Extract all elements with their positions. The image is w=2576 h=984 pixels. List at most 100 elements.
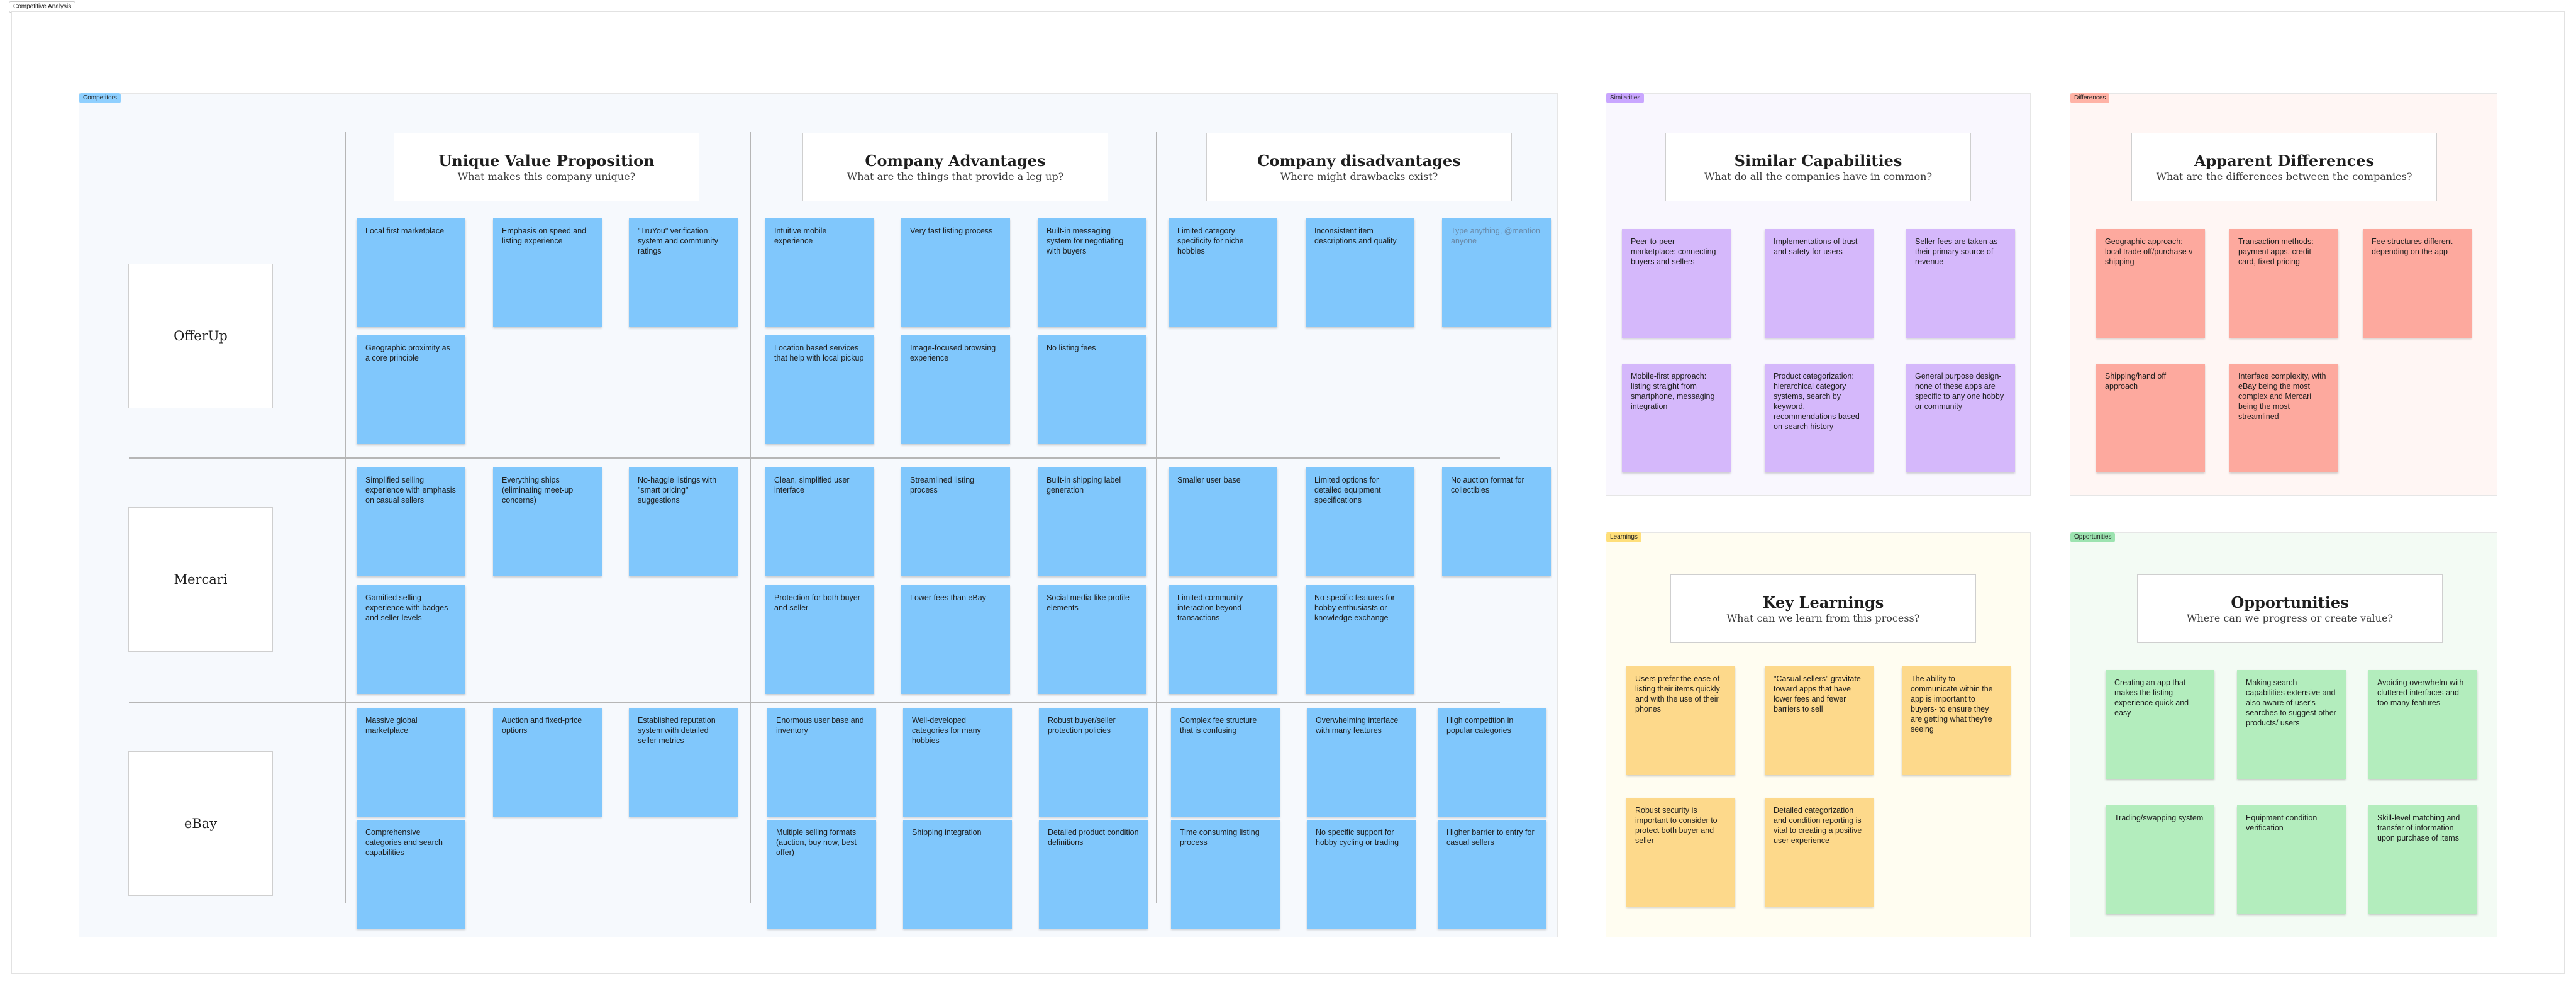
sticky-note[interactable]: Well-developed categories for many hobbi… (903, 708, 1012, 817)
sticky-note[interactable]: Lower fees than eBay (901, 585, 1010, 694)
sticky-note[interactable]: Transaction methods: payment apps, credi… (2229, 229, 2338, 338)
sticky-note[interactable]: Geographic approach: local trade off/pur… (2096, 229, 2205, 338)
grid-divider-vertical (1156, 132, 1157, 903)
sticky-note[interactable]: Very fast listing process (901, 218, 1010, 327)
sticky-note[interactable]: Gamified selling experience with badges … (357, 585, 465, 694)
sticky-note[interactable]: Protection for both buyer and seller (765, 585, 874, 694)
sticky-note[interactable]: No auction format for collectibles (1442, 467, 1551, 576)
sticky-note[interactable]: Higher barrier to entry for casual selle… (1438, 820, 1546, 929)
sticky-note[interactable]: Clean, simplified user interface (765, 467, 874, 576)
sticky-note[interactable]: Inconsistent item descriptions and quali… (1306, 218, 1414, 327)
header-subtitle: Where might drawbacks exist? (1280, 170, 1438, 182)
header-subtitle: What do all the companies have in common… (1704, 170, 1933, 182)
differences-tag[interactable]: Differences (2070, 93, 2110, 103)
sticky-note[interactable]: Trading/swapping system (2106, 805, 2214, 914)
sticky-note[interactable]: Limited community interaction beyond tra… (1169, 585, 1277, 694)
sticky-note[interactable]: Massive global marketplace (357, 708, 465, 817)
sticky-note[interactable]: No specific features for hobby enthusias… (1306, 585, 1414, 694)
sticky-note[interactable]: Avoiding overwhelm with cluttered interf… (2368, 670, 2477, 779)
header-subtitle: Where can we progress or create value? (2187, 612, 2393, 624)
header-subtitle: What are the differences between the com… (2156, 170, 2412, 182)
header-title: Company disadvantages (1257, 151, 1461, 170)
grid-divider-horizontal (129, 702, 1500, 703)
sticky-note[interactable]: Product categorization: hierarchical cat… (1765, 364, 1874, 472)
sticky-note[interactable]: General purpose design- none of these ap… (1906, 364, 2015, 472)
grid-divider-horizontal (129, 457, 1500, 459)
sticky-note[interactable]: Implementations of trust and safety for … (1765, 229, 1874, 338)
sticky-note[interactable]: Creating an app that makes the listing e… (2106, 670, 2214, 779)
sticky-note[interactable]: Robust security is important to consider… (1626, 798, 1735, 907)
sticky-note[interactable]: Multiple selling formats (auction, buy n… (767, 820, 876, 929)
row-label-ebay[interactable]: eBay (128, 751, 273, 896)
sticky-note[interactable]: Complex fee structure that is confusing (1171, 708, 1280, 817)
grid-divider-vertical (345, 132, 346, 903)
sticky-note[interactable]: Robust buyer/seller protection policies (1039, 708, 1148, 817)
sticky-note[interactable]: Users prefer the ease of listing their i… (1626, 666, 1735, 775)
header-title: Apparent Differences (2194, 151, 2375, 170)
sticky-note[interactable]: Detailed categorization and condition re… (1765, 798, 1874, 907)
sticky-note[interactable]: The ability to communicate within the ap… (1902, 666, 2011, 775)
sticky-note[interactable]: Image-focused browsing experience (901, 335, 1010, 444)
sticky-note[interactable]: Mobile-first approach: listing straight … (1622, 364, 1731, 472)
header-title: Unique Value Proposition (438, 151, 655, 170)
header-opportunities[interactable]: Opportunities Where can we progress or c… (2137, 574, 2443, 643)
sticky-note[interactable]: Auction and fixed-price options (493, 708, 602, 817)
sticky-note[interactable]: Social media-like profile elements (1038, 585, 1146, 694)
row-label-offerup[interactable]: OfferUp (128, 264, 273, 408)
header-company-advantages[interactable]: Company Advantages What are the things t… (802, 133, 1108, 201)
sticky-note[interactable]: Built-in shipping label generation (1038, 467, 1146, 576)
sticky-note[interactable]: Built-in messaging system for negotiatin… (1038, 218, 1146, 327)
row-label-mercari[interactable]: Mercari (128, 507, 273, 652)
learnings-tag[interactable]: Learnings (1606, 532, 1641, 542)
sticky-note[interactable]: Making search capabilities extensive and… (2237, 670, 2346, 779)
header-similar-capabilities[interactable]: Similar Capabilities What do all the com… (1665, 133, 1971, 201)
sticky-note[interactable]: No-haggle listings with "smart pricing" … (629, 467, 738, 576)
sticky-note[interactable]: Emphasis on speed and listing experience (493, 218, 602, 327)
sticky-note[interactable]: Streamlined listing process (901, 467, 1010, 576)
sticky-note[interactable]: Time consuming listing process (1171, 820, 1280, 929)
sticky-note-placeholder[interactable]: Type anything, @mention anyone (1442, 218, 1551, 327)
sticky-note[interactable]: Overwhelming interface with many feature… (1307, 708, 1416, 817)
sticky-note[interactable]: "TruYou" verification system and communi… (629, 218, 738, 327)
sticky-note[interactable]: Geographic proximity as a core principle (357, 335, 465, 444)
grid-divider-vertical (750, 132, 751, 903)
header-title: Key Learnings (1762, 593, 1884, 612)
sticky-note[interactable]: Enormous user base and inventory (767, 708, 876, 817)
sticky-note[interactable]: Fee structures different depending on th… (2363, 229, 2472, 338)
header-title: Similar Capabilities (1734, 151, 1902, 170)
sticky-note[interactable]: Location based services that help with l… (765, 335, 874, 444)
sticky-note[interactable]: Intuitive mobile experience (765, 218, 874, 327)
header-unique-value-proposition[interactable]: Unique Value Proposition What makes this… (394, 133, 699, 201)
header-key-learnings[interactable]: Key Learnings What can we learn from thi… (1670, 574, 1976, 643)
sticky-note[interactable]: Shipping/hand off approach (2096, 364, 2205, 472)
header-subtitle: What are the things that provide a leg u… (847, 170, 1064, 182)
header-title: Company Advantages (865, 151, 1046, 170)
sticky-note[interactable]: Local first marketplace (357, 218, 465, 327)
opportunities-tag[interactable]: Opportunities (2070, 532, 2116, 542)
sticky-note[interactable]: Smaller user base (1169, 467, 1277, 576)
sticky-note[interactable]: Interface complexity, with eBay being th… (2229, 364, 2338, 472)
header-company-disadvantages[interactable]: Company disadvantages Where might drawba… (1206, 133, 1512, 201)
header-apparent-differences[interactable]: Apparent Differences What are the differ… (2131, 133, 2437, 201)
sticky-note[interactable]: Skill-level matching and transfer of inf… (2368, 805, 2477, 914)
sticky-note[interactable]: Equipment condition verification (2237, 805, 2346, 914)
sticky-note[interactable]: Shipping integration (903, 820, 1012, 929)
sticky-note[interactable]: Seller fees are taken as their primary s… (1906, 229, 2015, 338)
sticky-note[interactable]: Comprehensive categories and search capa… (357, 820, 465, 929)
similarities-tag[interactable]: Similarities (1606, 93, 1645, 103)
sticky-note[interactable]: No listing fees (1038, 335, 1146, 444)
sticky-note[interactable]: No specific support for hobby cycling or… (1307, 820, 1416, 929)
header-title: Opportunities (2231, 593, 2349, 612)
sticky-note[interactable]: Detailed product condition definitions (1039, 820, 1148, 929)
sticky-note[interactable]: High competition in popular categories (1438, 708, 1546, 817)
header-subtitle: What makes this company unique? (457, 170, 636, 182)
header-subtitle: What can we learn from this process? (1726, 612, 1920, 624)
sticky-note[interactable]: Everything ships (eliminating meet-up co… (493, 467, 602, 576)
sticky-note[interactable]: Limited category specificity for niche h… (1169, 218, 1277, 327)
sticky-note[interactable]: Established reputation system with detai… (629, 708, 738, 817)
competitors-tag[interactable]: Competitors (79, 93, 121, 103)
sticky-note[interactable]: Limited options for detailed equipment s… (1306, 467, 1414, 576)
sticky-note[interactable]: Simplified selling experience with empha… (357, 467, 465, 576)
sticky-note[interactable]: Peer-to-peer marketplace: connecting buy… (1622, 229, 1731, 338)
sticky-note[interactable]: "Casual sellers" gravitate toward apps t… (1765, 666, 1874, 775)
